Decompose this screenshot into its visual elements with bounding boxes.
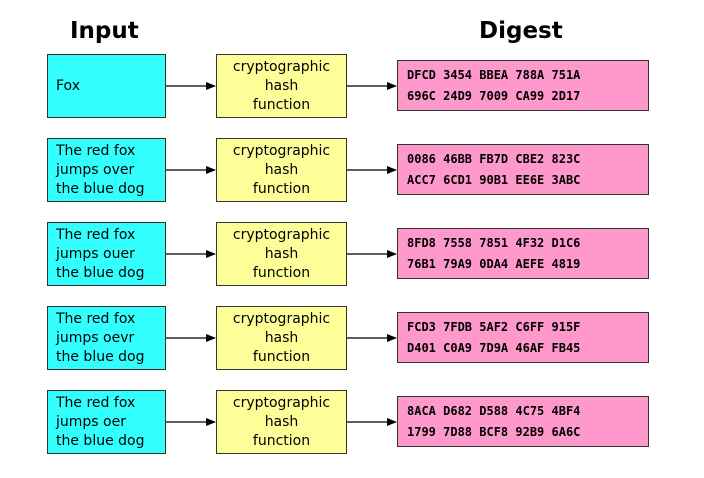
hash-row: The red fox jumps ouer the blue dog cryp…: [0, 222, 704, 286]
digest-value: 0086 46BB FB7D CBE2 823C ACC7 6CD1 90B1 …: [407, 151, 581, 187]
hash-function-box: cryptographic hash function: [216, 222, 347, 286]
digest-value: DFCD 3454 BBEA 788A 751A 696C 24D9 7009 …: [407, 67, 581, 103]
digest-box: DFCD 3454 BBEA 788A 751A 696C 24D9 7009 …: [397, 60, 649, 111]
input-box: The red fox jumps over the blue dog: [47, 138, 166, 202]
digest-box: 8FD8 7558 7851 4F32 D1C6 76B1 79A9 0DA4 …: [397, 228, 649, 279]
hash-function-box: cryptographic hash function: [216, 138, 347, 202]
input-text: The red fox jumps oer the blue dog: [56, 394, 145, 449]
digest-value: 8FD8 7558 7851 4F32 D1C6 76B1 79A9 0DA4 …: [407, 235, 581, 271]
hash-function-box: cryptographic hash function: [216, 306, 347, 370]
hash-function-box: cryptographic hash function: [216, 390, 347, 454]
digest-value: FCD3 7FDB 5AF2 C6FF 915F D401 C0A9 7D9A …: [407, 319, 581, 355]
hash-function-box: cryptographic hash function: [216, 54, 347, 118]
input-text: The red fox jumps ouer the blue dog: [56, 226, 145, 281]
hash-row: The red fox jumps oer the blue dog crypt…: [0, 390, 704, 454]
input-box: The red fox jumps oevr the blue dog: [47, 306, 166, 370]
input-text: The red fox jumps over the blue dog: [56, 142, 145, 197]
hash-row: The red fox jumps oevr the blue dog cryp…: [0, 306, 704, 370]
digest-box: 0086 46BB FB7D CBE2 823C ACC7 6CD1 90B1 …: [397, 144, 649, 195]
digest-heading: Digest: [479, 18, 563, 44]
input-box: The red fox jumps ouer the blue dog: [47, 222, 166, 286]
input-box: The red fox jumps oer the blue dog: [47, 390, 166, 454]
digest-box: 8ACA D682 D588 4C75 4BF4 1799 7D88 BCF8 …: [397, 396, 649, 447]
digest-value: 8ACA D682 D588 4C75 4BF4 1799 7D88 BCF8 …: [407, 403, 581, 439]
hash-function-label: cryptographic hash function: [232, 142, 331, 197]
hash-function-label: cryptographic hash function: [232, 394, 331, 449]
input-text: The red fox jumps oevr the blue dog: [56, 310, 145, 365]
digest-box: FCD3 7FDB 5AF2 C6FF 915F D401 C0A9 7D9A …: [397, 312, 649, 363]
input-box: Fox: [47, 54, 166, 118]
input-heading: Input: [70, 18, 139, 44]
input-text: Fox: [56, 77, 80, 94]
hash-function-label: cryptographic hash function: [232, 58, 331, 113]
hash-function-label: cryptographic hash function: [232, 310, 331, 365]
hash-row: Fox cryptographic hash function DFCD 345…: [0, 54, 704, 118]
hash-function-label: cryptographic hash function: [232, 226, 331, 281]
hash-row: The red fox jumps over the blue dog cryp…: [0, 138, 704, 202]
